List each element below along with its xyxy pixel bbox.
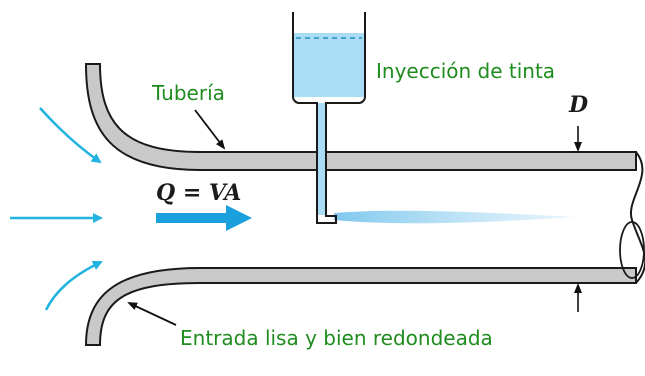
pipe-cut-end bbox=[629, 151, 645, 284]
entrance-label: Entrada lisa y bien redondeada bbox=[180, 326, 493, 350]
dye-reservoir-liquid bbox=[293, 33, 365, 97]
flow-label: Q = VA bbox=[156, 180, 241, 206]
dye-reservoir-outline bbox=[292, 12, 366, 224]
flow-arrow bbox=[156, 205, 252, 231]
inflow-arrow-bottom bbox=[44, 260, 103, 311]
pipe-cut-ellipse bbox=[619, 221, 645, 279]
inflow-arrow-top bbox=[39, 107, 102, 164]
entrance-pointer bbox=[127, 302, 177, 326]
dye-streak bbox=[334, 210, 575, 224]
injection-tube-fill bbox=[318, 103, 325, 215]
upper-pipe-wall bbox=[84, 63, 637, 171]
pipe-label: Tubería bbox=[151, 81, 225, 105]
diameter-label: D bbox=[568, 92, 588, 118]
pipe-pointer bbox=[194, 109, 226, 150]
dye-injection-label: Inyección de tinta bbox=[376, 59, 555, 83]
